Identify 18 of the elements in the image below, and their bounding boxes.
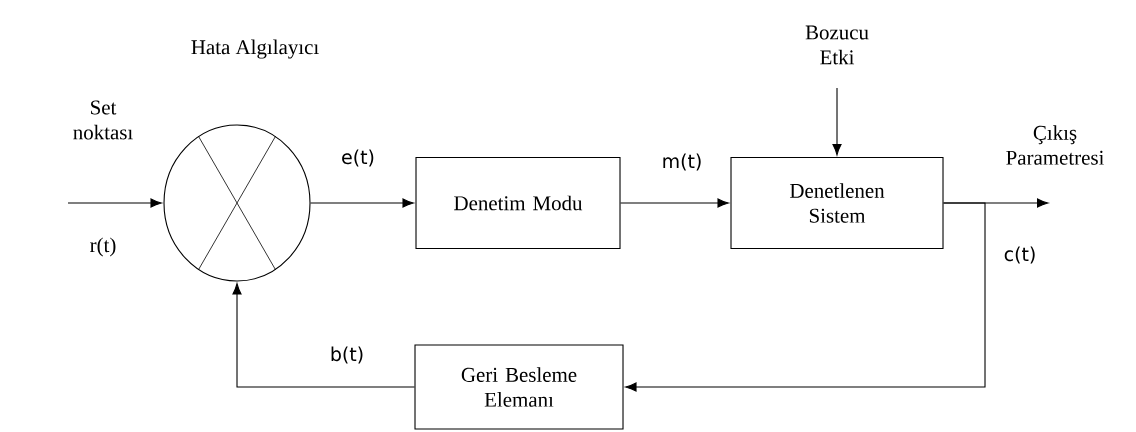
- arrow: [625, 202, 986, 392]
- block-box: Geri Besleme Elemanı: [414, 344, 624, 430]
- signal-label: Bozucu Etki: [805, 25, 869, 65]
- signal-label: b(t): [331, 346, 363, 364]
- signal-label: e(t): [342, 149, 374, 167]
- signal-label: Set noktası: [73, 100, 133, 140]
- signal-label: m(t): [663, 153, 701, 171]
- arrow: [67, 198, 162, 208]
- arrow: [310, 198, 414, 208]
- signal-label: r(t): [90, 237, 116, 257]
- signal-label: c(t): [1004, 246, 1035, 264]
- arrow: [832, 87, 842, 156]
- arrow: [232, 283, 415, 388]
- signal-label: Çıkış Parametresi: [1006, 125, 1104, 165]
- block-box: Denetim Modu: [415, 156, 621, 250]
- heading: Hata Algılayıcı: [191, 39, 319, 59]
- block-box: Denetlenen Sistem: [730, 156, 944, 250]
- arrow: [620, 198, 729, 208]
